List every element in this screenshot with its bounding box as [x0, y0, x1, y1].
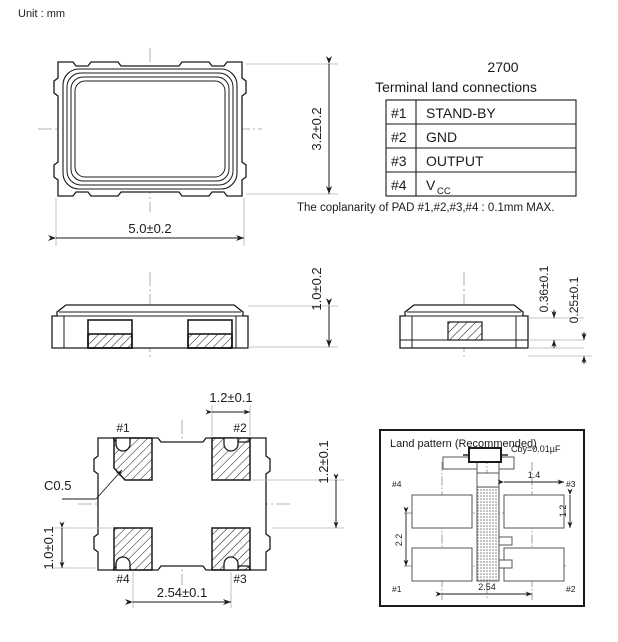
- bottom-view-pad-3: [211, 527, 251, 571]
- bottom-view-pitch-dim: 2.54±0.1: [125, 572, 232, 608]
- table-grid: [385, 99, 577, 197]
- land-pattern-pin2-label: #2: [566, 584, 576, 594]
- land-pattern-pin3-label: #3: [566, 479, 576, 489]
- front-view-height-dim-text: 1.0±0.2: [309, 267, 324, 310]
- bottom-view-pitch-text: 2.54±0.1: [157, 585, 208, 600]
- land-pad-2: [503, 547, 565, 582]
- top-view-lid-ring-4: [74, 80, 226, 178]
- top-view-lid-ring-2: [66, 72, 234, 186]
- side-view-dim-upper: 0.36±0.1: [537, 265, 557, 348]
- capacitor-label: Cby=0.01µF: [511, 444, 561, 454]
- bottom-view-pad-4-notch: [115, 556, 131, 571]
- land-pattern-width-text: 1.4: [528, 470, 541, 480]
- front-view-extension-lines: [248, 305, 338, 348]
- table-row: #1 STAND-BY: [391, 105, 496, 121]
- land-pad-3: [503, 494, 565, 529]
- bottom-view-pad-height-text: 1.2±0.1: [316, 440, 331, 483]
- side-view-dim-lower: 0.25±0.1: [528, 276, 592, 364]
- table-pin: #1: [391, 105, 407, 121]
- unit-label: Unit : mm: [18, 8, 65, 20]
- table-function: STAND-BY: [426, 105, 496, 121]
- bottom-view-pin4-label: #4: [116, 572, 130, 586]
- bottom-view-pad-3-notch: [223, 556, 239, 571]
- table-function: GND: [426, 129, 457, 145]
- top-view-width-dim-text: 5.0±0.2: [128, 221, 171, 236]
- land-pad-1: [411, 547, 473, 582]
- land-pattern-vertical-dim: 2.2: [394, 506, 409, 566]
- top-view-lid-ring-1: [62, 68, 238, 190]
- table-function: OUTPUT: [426, 153, 484, 169]
- table-pin: #4: [391, 177, 407, 193]
- bottom-view-pad-edge-text: 1.0±0.1: [41, 526, 56, 569]
- front-view-terminal-left: [87, 319, 133, 349]
- bottom-view-pin3-label: #3: [233, 572, 247, 586]
- land-pattern-gnd-strip: [476, 472, 500, 582]
- bottom-view-pin2-label: #2: [233, 421, 247, 435]
- land-pattern-height-text: 1.2: [558, 505, 568, 518]
- land-pattern-gnd-stub-2: [498, 559, 513, 569]
- chamfer-callout: C0.5: [44, 469, 123, 500]
- bottom-view: #1 #2 #3 #4 C0.5 1.2±0.1 1.2±0.1: [41, 390, 344, 608]
- bottom-view-pad-width-dim: 1.2±0.1: [205, 390, 253, 436]
- part-number: 2700: [487, 59, 518, 75]
- table-row: #2 GND: [391, 129, 457, 145]
- land-pattern-gnd-stub-1: [498, 536, 513, 546]
- table-row: #3 OUTPUT: [391, 153, 484, 169]
- top-view-lid-ring-3: [70, 76, 230, 182]
- side-view-terminal-section: [447, 321, 483, 341]
- land-pattern-width-dim: 1.4: [497, 470, 564, 485]
- table-function-subscript: CC: [437, 186, 451, 197]
- land-pattern-cap-trace: [442, 456, 515, 488]
- top-view: 3.2±0.2 5.0±0.2: [38, 48, 338, 246]
- bottom-view-pad-width-text: 1.2±0.1: [209, 390, 252, 405]
- side-view-dim-lower-text: 0.25±0.1: [567, 276, 581, 323]
- table-row: #4 V CC: [391, 177, 451, 197]
- bottom-view-pin1-label: #1: [116, 421, 130, 435]
- bottom-view-pad-1-notch: [115, 437, 131, 452]
- coplanarity-note: The coplanarity of PAD #1,#2,#3,#4 : 0.1…: [297, 202, 554, 214]
- bottom-view-pad-height-dim: 1.2±0.1: [252, 440, 344, 529]
- land-pattern-pin4-label: #4: [392, 479, 402, 489]
- bottom-view-pad-2-notch: [223, 437, 239, 452]
- table-function: V: [426, 177, 436, 193]
- land-pattern-pitch-dim: 2.54: [435, 582, 532, 597]
- chamfer-label: C0.5: [44, 478, 71, 493]
- top-view-height-dim-text: 3.2±0.2: [309, 107, 324, 150]
- right-side-view: 0.36±0.1 0.25±0.1: [399, 265, 592, 364]
- land-pattern-pin1-label: #1: [392, 584, 402, 594]
- land-pad-4: [411, 494, 473, 529]
- table-pin: #3: [391, 153, 407, 169]
- land-pattern-vertical-text: 2.2: [394, 534, 404, 547]
- front-side-view: 1.0±0.2: [51, 267, 338, 360]
- land-pattern-height-dim: 1.2: [558, 488, 573, 528]
- table-pin: #2: [391, 129, 407, 145]
- bottom-view-pad-edge-dim: 1.0±0.1: [41, 521, 112, 570]
- capacitor-symbol: [468, 447, 502, 463]
- side-view-dim-upper-text: 0.36±0.1: [537, 265, 551, 312]
- front-view-terminal-right: [187, 319, 233, 349]
- land-pattern-pitch-text: 2.54: [478, 582, 496, 592]
- land-pattern-panel: Land pattern (Recommended) Cby=0.01µF #4…: [379, 429, 585, 607]
- terminal-connections-panel: 2700 Terminal land connections #1 STAND-…: [297, 59, 577, 214]
- table-title: Terminal land connections: [375, 79, 537, 95]
- top-view-body-outline: [53, 61, 247, 197]
